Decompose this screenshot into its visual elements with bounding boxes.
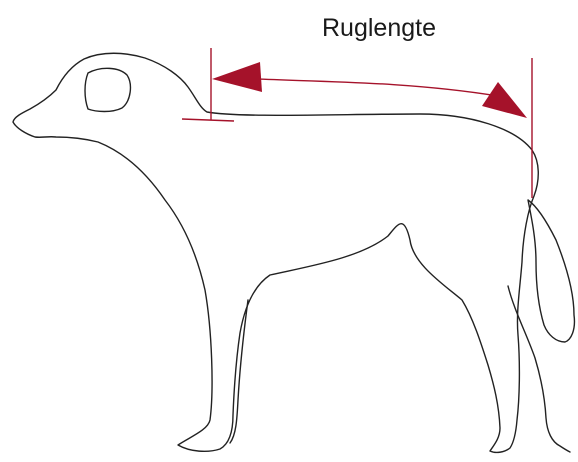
measure-curve — [237, 77, 499, 97]
start-marker-tick — [181, 118, 235, 122]
dog-inner-front-leg — [229, 299, 249, 444]
dog-outline-icon — [12, 52, 576, 454]
dog-body-outline — [12, 52, 539, 454]
arrow-right-icon — [482, 82, 527, 118]
dog-tail — [527, 199, 576, 343]
back-length-measure — [181, 48, 533, 198]
measurement-label: Ruglengte — [322, 14, 436, 42]
arrow-left-icon — [212, 62, 262, 92]
dog-ear — [84, 67, 132, 113]
dog-inner-hind-leg — [507, 285, 571, 453]
